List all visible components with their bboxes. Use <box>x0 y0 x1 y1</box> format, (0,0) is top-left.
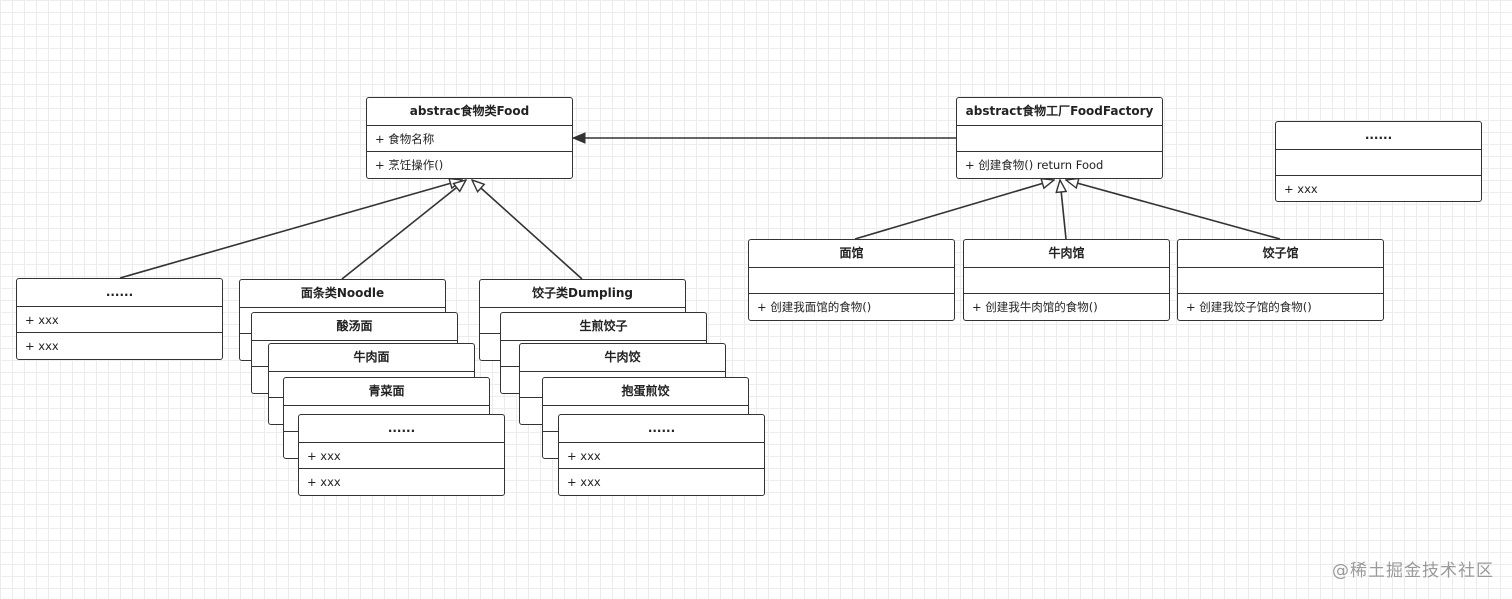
inherit-shop-dumpling <box>1066 180 1281 240</box>
class-title: 饺子类Dumpling <box>480 280 685 308</box>
class-method: + xxx <box>307 475 341 489</box>
class-dumpling-shop[interactable]: 饺子馆 + 创建我饺子馆的食物() <box>1177 239 1384 321</box>
class-title: 牛肉馆 <box>964 240 1169 268</box>
class-title: 面条类Noodle <box>240 280 445 308</box>
class-title: 抱蛋煎饺 <box>543 378 748 406</box>
class-title: abstract食物工厂FoodFactory <box>957 98 1162 126</box>
class-other-food[interactable]: ...... + xxx + xxx <box>16 278 223 360</box>
inherit-noodle <box>341 180 466 280</box>
inherit-shop-beef <box>1060 180 1066 240</box>
class-title: ...... <box>1276 122 1481 150</box>
class-other-right[interactable]: ...... + xxx <box>1275 121 1482 202</box>
class-title: 面馆 <box>749 240 954 268</box>
class-method: + 创建我面馆的食物() <box>757 300 872 314</box>
watermark: @稀土掘金技术社区 <box>1332 561 1494 581</box>
inherit-shop-noodle <box>854 180 1054 240</box>
class-food-factory[interactable]: abstract食物工厂FoodFactory + 创建食物() return … <box>956 97 1163 179</box>
class-attribute <box>957 126 1162 152</box>
class-method: + xxx <box>567 475 601 489</box>
inherit-other-food <box>119 180 462 279</box>
class-title: ...... <box>17 279 222 307</box>
class-attribute: + xxx <box>299 443 504 469</box>
class-title: 酸汤面 <box>252 313 457 341</box>
class-other-dumpling[interactable]: ...... + xxx + xxx <box>558 414 765 496</box>
class-method: + xxx <box>25 339 59 353</box>
class-method: + 创建食物() return Food <box>965 158 1104 172</box>
class-attribute <box>1178 268 1383 294</box>
class-title: ...... <box>559 415 764 443</box>
class-beef-shop[interactable]: 牛肉馆 + 创建我牛肉馆的食物() <box>963 239 1170 321</box>
class-title: 饺子馆 <box>1178 240 1383 268</box>
class-title: ...... <box>299 415 504 443</box>
class-attribute: + xxx <box>17 307 222 333</box>
class-title: abstrac食物类Food <box>367 98 572 126</box>
class-title: 青菜面 <box>284 378 489 406</box>
class-attribute <box>964 268 1169 294</box>
class-attribute: + 食物名称 <box>367 126 572 152</box>
class-title: 生煎饺子 <box>501 313 706 341</box>
class-attribute <box>1276 150 1481 176</box>
class-food[interactable]: abstrac食物类Food + 食物名称 + 烹饪操作() <box>366 97 573 179</box>
class-attribute: + xxx <box>559 443 764 469</box>
class-method: + xxx <box>1284 182 1318 196</box>
class-method: + 烹饪操作() <box>375 158 444 172</box>
class-method: + 创建我牛肉馆的食物() <box>972 300 1098 314</box>
class-title: 牛肉饺 <box>520 344 725 372</box>
class-title: 牛肉面 <box>269 344 474 372</box>
class-attribute <box>749 268 954 294</box>
class-other-noodle[interactable]: ...... + xxx + xxx <box>298 414 505 496</box>
inherit-dumpling <box>472 180 583 280</box>
class-noodle-shop[interactable]: 面馆 + 创建我面馆的食物() <box>748 239 955 321</box>
class-method: + 创建我饺子馆的食物() <box>1186 300 1312 314</box>
